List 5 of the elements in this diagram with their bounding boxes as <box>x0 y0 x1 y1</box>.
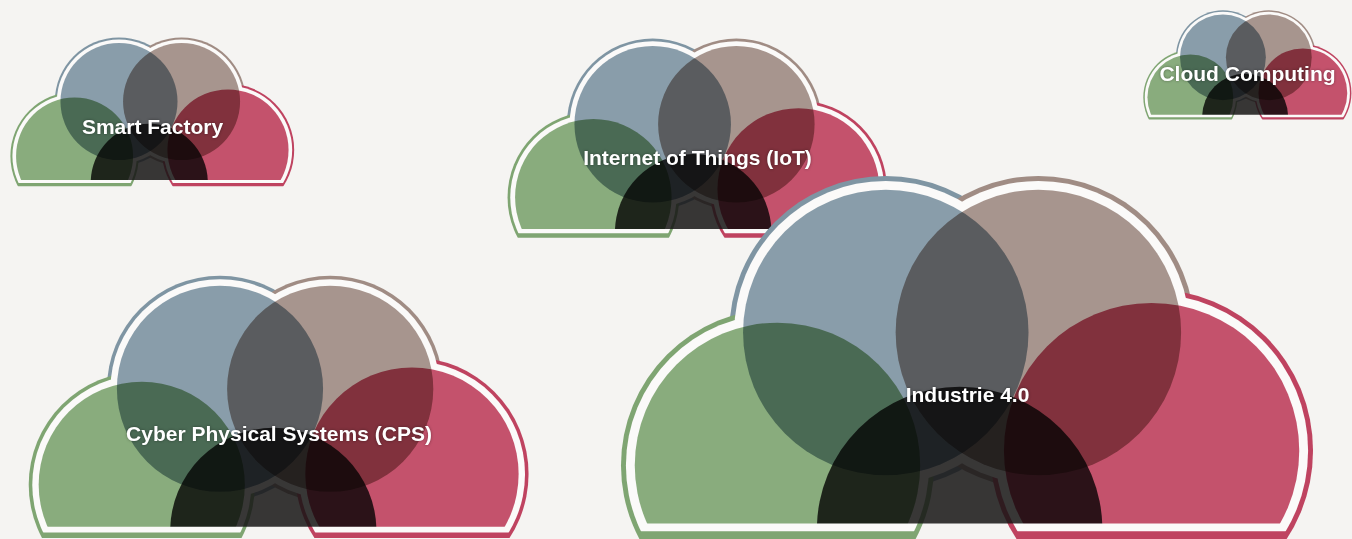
cloud-label: Internet of Things (IoT) <box>582 146 813 171</box>
cloud-label: Industrie 4.0 <box>904 382 1031 407</box>
cloud-label: Cloud Computing <box>1158 61 1337 86</box>
cloud-label: Smart Factory <box>80 115 225 140</box>
cloud-label: Cyber Physical Systems (CPS) <box>125 421 433 446</box>
